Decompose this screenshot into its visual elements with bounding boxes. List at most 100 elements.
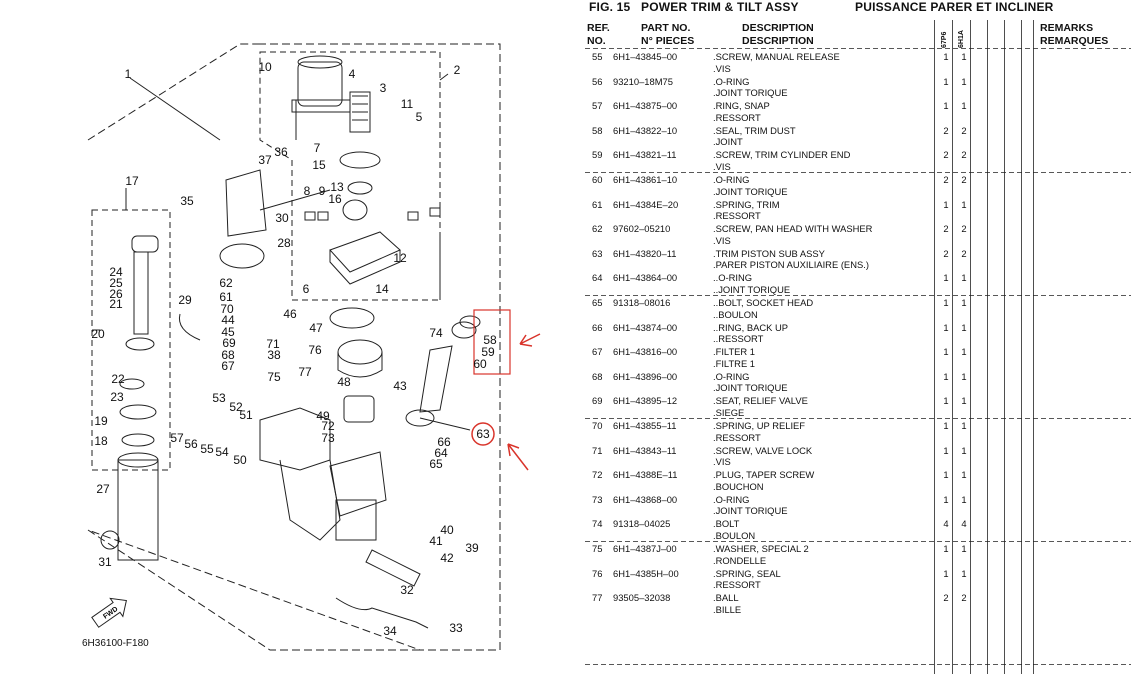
row-description: .SPRING, TRIM [713,198,780,210]
header-description-en: DESCRIPTION [742,22,814,34]
parts-table: FIG. 15 POWER TRIM & TILT ASSY PUISSANCE… [575,0,1131,674]
row-part-number: 6H1–4384E–20 [613,198,679,210]
callout: 72 [321,419,335,433]
row-qty-2: 1 [961,321,967,333]
callout: 63 [476,427,490,441]
row-description-fr: ..JOINT TORIQUE [713,283,791,295]
row-description-fr: .PARER PISTON AUXILIAIRE (ENS.) [713,259,869,271]
callout: 66 [437,435,451,449]
callout: 30 [275,211,289,225]
callout: 3 [379,81,387,95]
row-description-fr: .JOINT TORIQUE [713,87,788,99]
row-description: .O-RING [713,370,750,382]
row-description-fr: .RESSORT [713,431,761,443]
callout: 35 [180,194,194,208]
row-description-fr: .RONDELLE [713,554,767,566]
callout: 32 [400,583,414,597]
callout: 73 [321,431,335,445]
tilt-rod [133,251,149,335]
row-part-number: 91318–08016 [613,297,671,308]
callout: 1 [124,67,132,81]
callout: 40 [440,523,454,537]
motor-base [329,231,401,273]
row-description-fr: .RESSORT [713,579,761,591]
row-part-number: 6H1–43896–00 [613,370,678,382]
assembly-outline [87,43,501,651]
row-qty-1: 1 [943,370,949,382]
callout: 53 [212,391,226,405]
figure-title-fr: PUISSANCE PARER ET INCLINER [855,0,1054,14]
row-ref: 70 [592,420,603,431]
row-description: .O-RING [713,75,750,87]
row-description: .SPRING, SEAL [713,567,781,579]
header-remarques: REMARQUES [1040,35,1109,47]
row-part-number: 6H1–43845–00 [613,51,678,62]
pump-oring [329,307,375,329]
callout: 60 [473,357,487,371]
row-part-number: 6H1–4387J–00 [613,543,677,554]
row-description: .O-RING [713,174,750,185]
callout: 74 [429,326,443,340]
row-ref: 63 [592,247,603,259]
figure-title: FIG. 15 POWER TRIM & TILT ASSY PUISSANCE… [589,0,1053,14]
row-qty-2: 2 [961,149,967,161]
row-description-fr: .VIS [713,234,731,246]
callout: 68 [221,348,235,362]
callout: 10 [258,60,272,74]
row-description-fr: .SIEGE [713,406,745,418]
callout: 56 [184,437,198,451]
tilt-rod-end [131,235,159,253]
callout: 39 [465,541,479,555]
row-part-number: 6H1–4385H–00 [613,567,679,579]
callout: 65 [429,457,443,471]
callout: 70 [220,302,234,316]
row-part-number: 6H1–43868–00 [613,493,678,505]
row-description-fr: .VIS [713,62,731,74]
row-ref: 62 [592,223,603,235]
callout: 67 [221,359,235,373]
exploded-diagram: FWD 1 2 3 4 5 6 7 8 9 10 11 12 13 14 15 … [82,43,541,651]
manifold-block [329,451,387,517]
tilt-cylinder [117,459,159,561]
row-part-number: 6H1–4388E–11 [613,469,678,481]
row-description-fr: .BILLE [713,603,742,615]
manifold-lower [335,499,377,541]
row-ref: 65 [592,297,603,308]
row-description-fr: .RESSORT [713,111,761,123]
callout: 51 [239,408,253,422]
callout: 69 [222,336,236,350]
row-description: .BOLT [713,518,740,530]
row-qty-1: 1 [943,100,949,112]
hose-29 [178,313,201,341]
row-ref: 66 [592,321,603,333]
row-qty-1: 1 [943,198,949,210]
row-ref: 77 [592,592,603,604]
row-part-number: 6H1–43864–00 [613,272,678,284]
row-qty-1: 1 [943,75,949,87]
row-description: .SEAT, RELIEF VALVE [713,395,808,407]
row-part-number: 6H1–43816–00 [613,346,678,358]
callout: 34 [383,624,397,638]
highlight-box-58-60 [473,309,511,375]
row-qty-1: 2 [943,247,949,259]
callout: 9 [318,184,326,198]
callout: 29 [178,293,192,307]
row-description-fr: .VIS [713,456,731,468]
row-part-number: 6H1–43822–10 [613,124,678,136]
row-description: .SCREW, TRIM CYLINDER END [713,149,851,161]
row-qty-2: 1 [961,51,967,62]
